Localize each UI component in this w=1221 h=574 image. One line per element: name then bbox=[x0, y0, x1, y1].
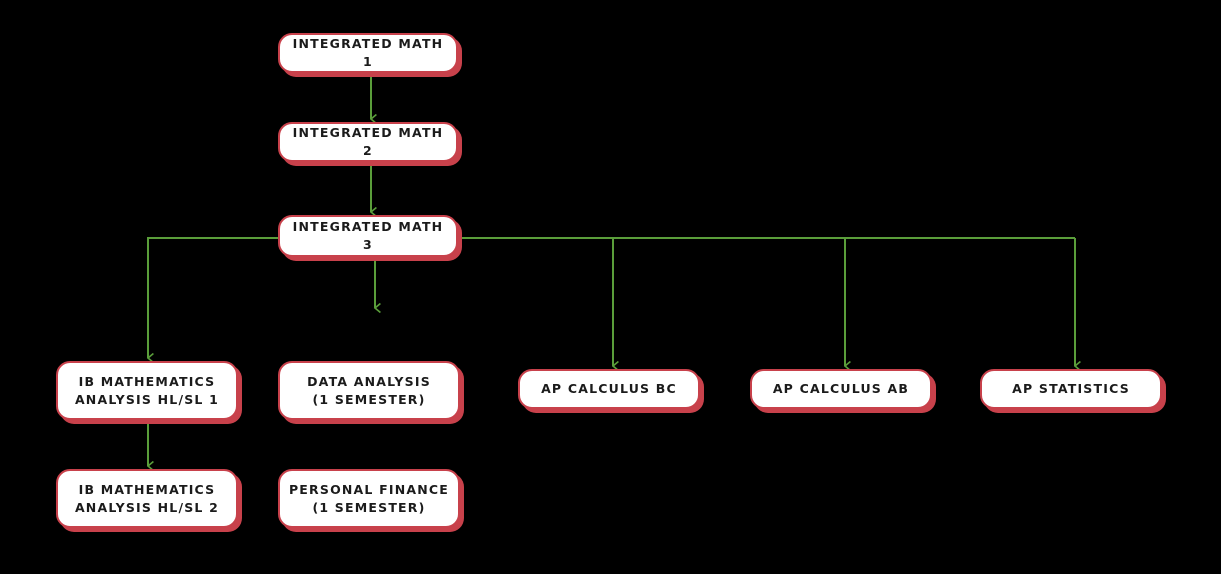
node-integrated-math-1: INTEGRATED MATH 1 bbox=[278, 33, 458, 73]
node-ap-statistics: AP STATISTICS bbox=[980, 369, 1162, 409]
node-integrated-math-3: INTEGRATED MATH 3 bbox=[278, 215, 458, 257]
node-ap-calculus-ab: AP CALCULUS AB bbox=[750, 369, 932, 409]
node-ib-math-analysis-2: IB MATHEMATICS ANALYSIS HL/SL 2 bbox=[56, 469, 238, 528]
node-ap-calculus-bc: AP CALCULUS BC bbox=[518, 369, 700, 409]
node-personal-finance: PERSONAL FINANCE (1 SEMESTER) bbox=[278, 469, 460, 528]
node-ib-math-analysis-1: IB MATHEMATICS ANALYSIS HL/SL 1 bbox=[56, 361, 238, 420]
node-data-analysis: DATA ANALYSIS (1 SEMESTER) bbox=[278, 361, 460, 420]
node-integrated-math-2: INTEGRATED MATH 2 bbox=[278, 122, 458, 162]
edge-im3-to-ib1 bbox=[147, 237, 278, 358]
